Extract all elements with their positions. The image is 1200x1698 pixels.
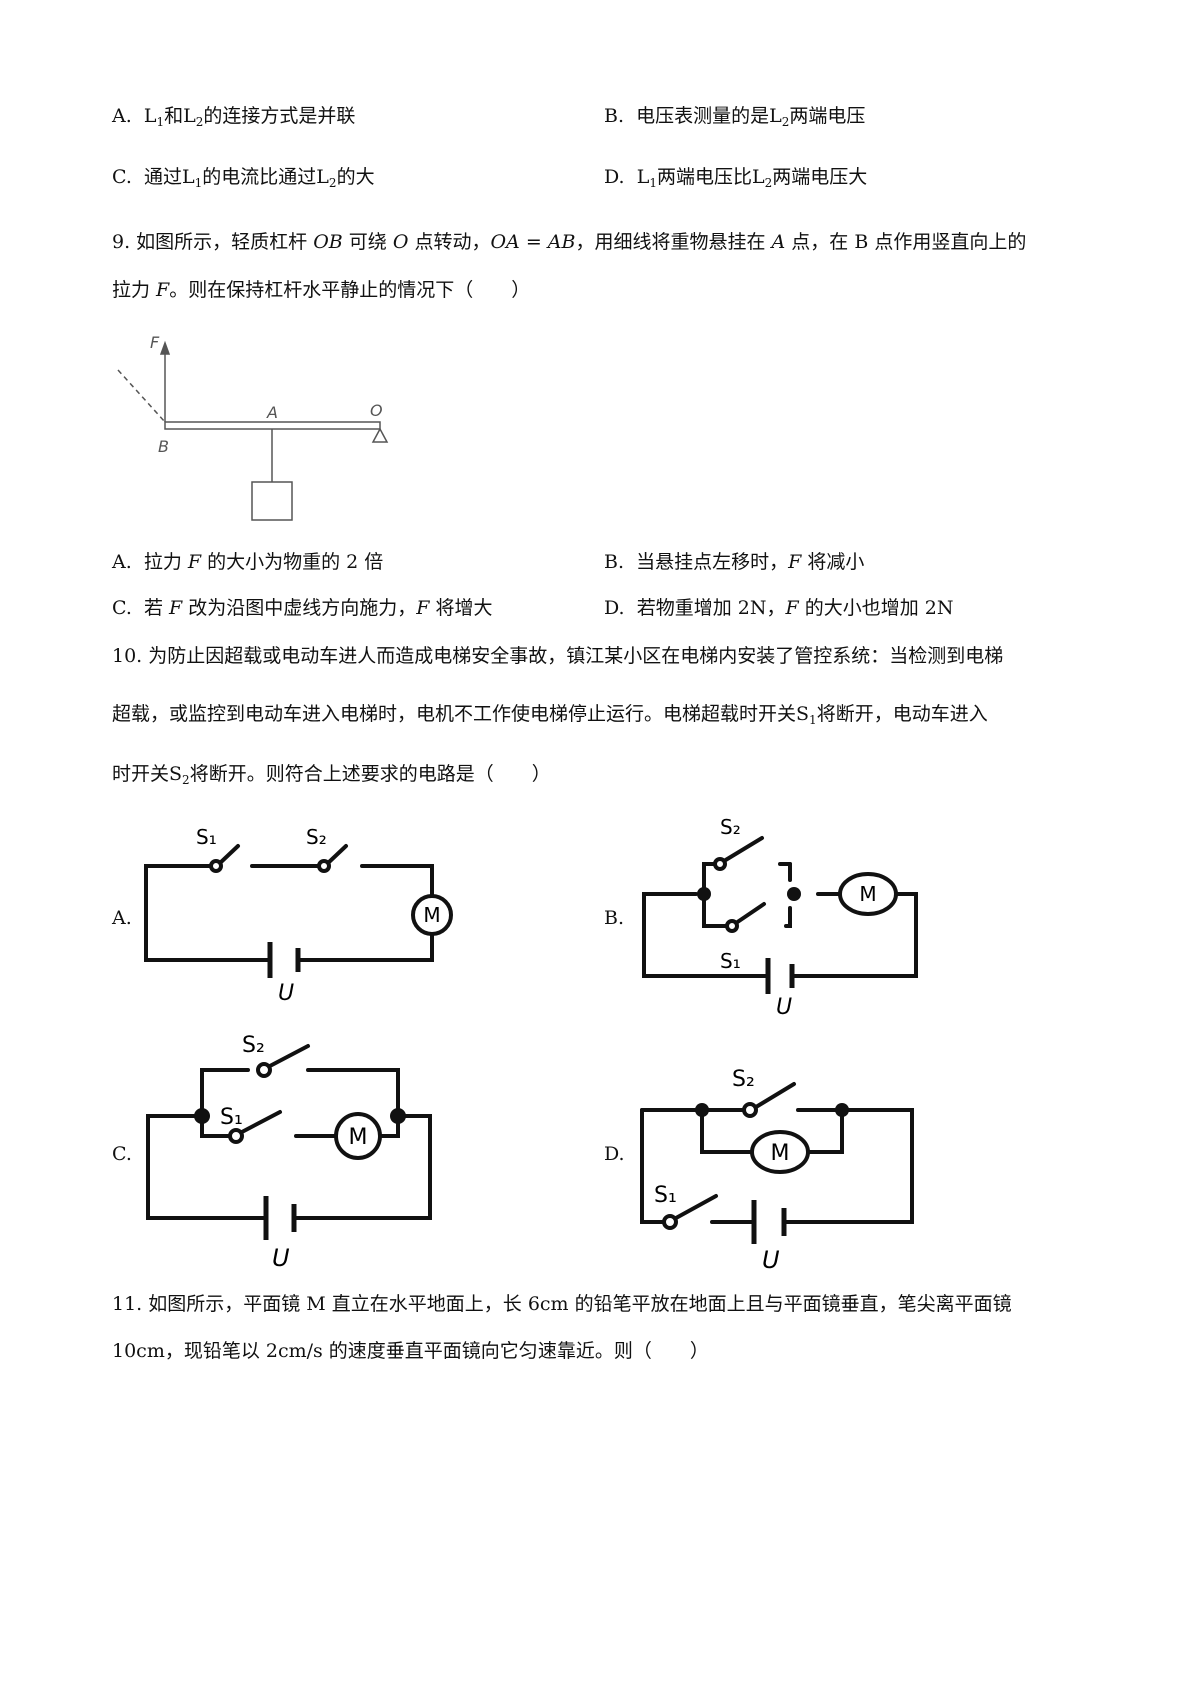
label-s1: S₁ [196, 825, 217, 849]
lever-bar [164, 421, 381, 430]
switch-s2-contact [742, 1102, 758, 1118]
q9-option-b: B. 当悬挂点左移时，F 将减小 [604, 551, 865, 573]
q10-stem-line2: 超载，或监控到电动车进入电梯时，电机不工作使电梯停止运行。电梯超载时开关S1将断… [112, 703, 988, 727]
label-m: M [859, 882, 876, 906]
junction-right [787, 887, 801, 901]
switch-s1-contact [228, 1128, 244, 1144]
weight-block [251, 481, 293, 521]
motor-icon [334, 1112, 382, 1160]
label-b: B [158, 437, 169, 456]
wire-outer-left [640, 1108, 664, 1224]
label-s1: S₁ [654, 1183, 677, 1208]
wire-outer-left [146, 1114, 268, 1220]
force-arrow-head [159, 340, 171, 355]
switch-s1-blade [674, 1194, 718, 1220]
wire-motor-left [700, 1108, 754, 1154]
q9-option-a: A. 拉力 F 的大小为物重的 2 倍 [112, 551, 384, 573]
switch-s2-contact [256, 1062, 272, 1078]
q10-option-a-label: A. [112, 907, 132, 929]
wire-bottom-left [702, 918, 730, 928]
q9-lever-figure: F A O B [117, 333, 389, 521]
label-m: M [771, 1141, 790, 1166]
motor-icon [750, 1130, 810, 1174]
q8-option-b: B. 电压表测量的是L2两端电压 [604, 105, 866, 129]
wire-outer [642, 892, 770, 978]
label-u: U [272, 1244, 290, 1272]
switch-s2-blade [754, 1082, 796, 1109]
junction-right [390, 1108, 406, 1124]
dashed-force-line [117, 369, 166, 423]
q9-stem-line2: 拉力 F。则在保持杠杆水平静止的情况下（ ） [112, 279, 531, 301]
label-f: F [150, 333, 160, 352]
q9-stem-line1: 9. 如图所示，轻质杠杆 OB 可绕 O 点转动，OA = AB，用细线将重物悬… [112, 231, 1027, 253]
wire-right [360, 864, 434, 898]
q10-option-d-label: D. [604, 1143, 625, 1165]
wire-top-right [782, 1108, 914, 1224]
label-a: A [266, 403, 278, 422]
switch-s1-contact [662, 1214, 678, 1230]
switch-s2-blade [266, 1044, 310, 1069]
circuit-b: S₂ S₁ M U [642, 815, 918, 1020]
q10-stem-line3: 时开关S2将断开。则符合上述要求的电路是（ ） [112, 763, 551, 787]
q8-option-c: C. 通过L1的电流比通过L2的大 [112, 166, 375, 190]
q11-stem-line1: 11. 如图所示，平面镜 M 直立在水平地面上，长 6cm 的铅笔平放在地面上且… [112, 1293, 1012, 1315]
label-s1: S₁ [720, 949, 741, 973]
wire-top-branch-right [306, 1068, 400, 1118]
q8-option-a: A. L1和L2的连接方式是并联 [112, 105, 356, 129]
switch-s2-blade [326, 844, 348, 865]
pivot-triangle [371, 427, 389, 443]
wire-top-branch-left [200, 1068, 250, 1118]
q10-option-c-label: C. [112, 1143, 132, 1165]
wire-left [144, 864, 272, 962]
label-o: O [370, 401, 383, 420]
wire-bottom-right [784, 906, 792, 928]
q10-option-b-label: B. [604, 907, 625, 929]
switch-s2-blade [722, 836, 764, 863]
junction-left [697, 887, 711, 901]
label-s2: S₂ [306, 825, 327, 849]
switch-s2-contact [317, 859, 331, 873]
label-s2: S₂ [242, 1033, 265, 1058]
label-s2: S₂ [720, 815, 741, 839]
wire-bottom-right [296, 932, 434, 962]
junction-right [835, 1103, 849, 1117]
q9-option-c: C. 若 F 改为沿图中虚线方向施力，F 将增大 [112, 597, 493, 619]
switch-s1-contact [725, 919, 739, 933]
switch-s2-contact [713, 857, 727, 871]
wire-outer-right [292, 1114, 432, 1220]
motor-icon [411, 894, 453, 936]
motor-icon [838, 872, 898, 916]
q11-stem-line2: 10cm，现铅笔以 2cm/s 的速度垂直平面镜向它匀速靠近。则（ ） [112, 1340, 709, 1362]
wire-motor-right [806, 1108, 844, 1154]
label-m: M [349, 1125, 368, 1150]
switch-s1-blade [218, 844, 240, 865]
circuit-a: S₁ S₂ M U [144, 825, 453, 1006]
label-m: M [423, 903, 440, 927]
wire-outer-right [790, 892, 918, 978]
junction-left [194, 1108, 210, 1124]
label-u: U [278, 981, 294, 1006]
label-s2: S₂ [732, 1067, 755, 1092]
circuit-d: S₂ S₁ M U [640, 1067, 914, 1274]
q9-option-d: D. 若物重增加 2N，F 的大小也增加 2N [604, 597, 954, 619]
q10-stem-line1: 10. 为防止因超载或电动车进人而造成电梯安全事故，镇江某小区在电梯内安装了管控… [112, 645, 1004, 667]
junction-left [695, 1103, 709, 1117]
switch-s1-contact [209, 859, 223, 873]
switch-s1-blade [734, 902, 766, 925]
circuit-c: S₂ S₁ M U [146, 1033, 432, 1272]
label-s1: S₁ [220, 1105, 243, 1130]
label-u: U [776, 995, 792, 1020]
switch-s1-blade [238, 1110, 282, 1135]
label-u: U [762, 1246, 780, 1274]
q8-option-d: D. L1两端电压比L2两端电压大 [604, 166, 868, 190]
